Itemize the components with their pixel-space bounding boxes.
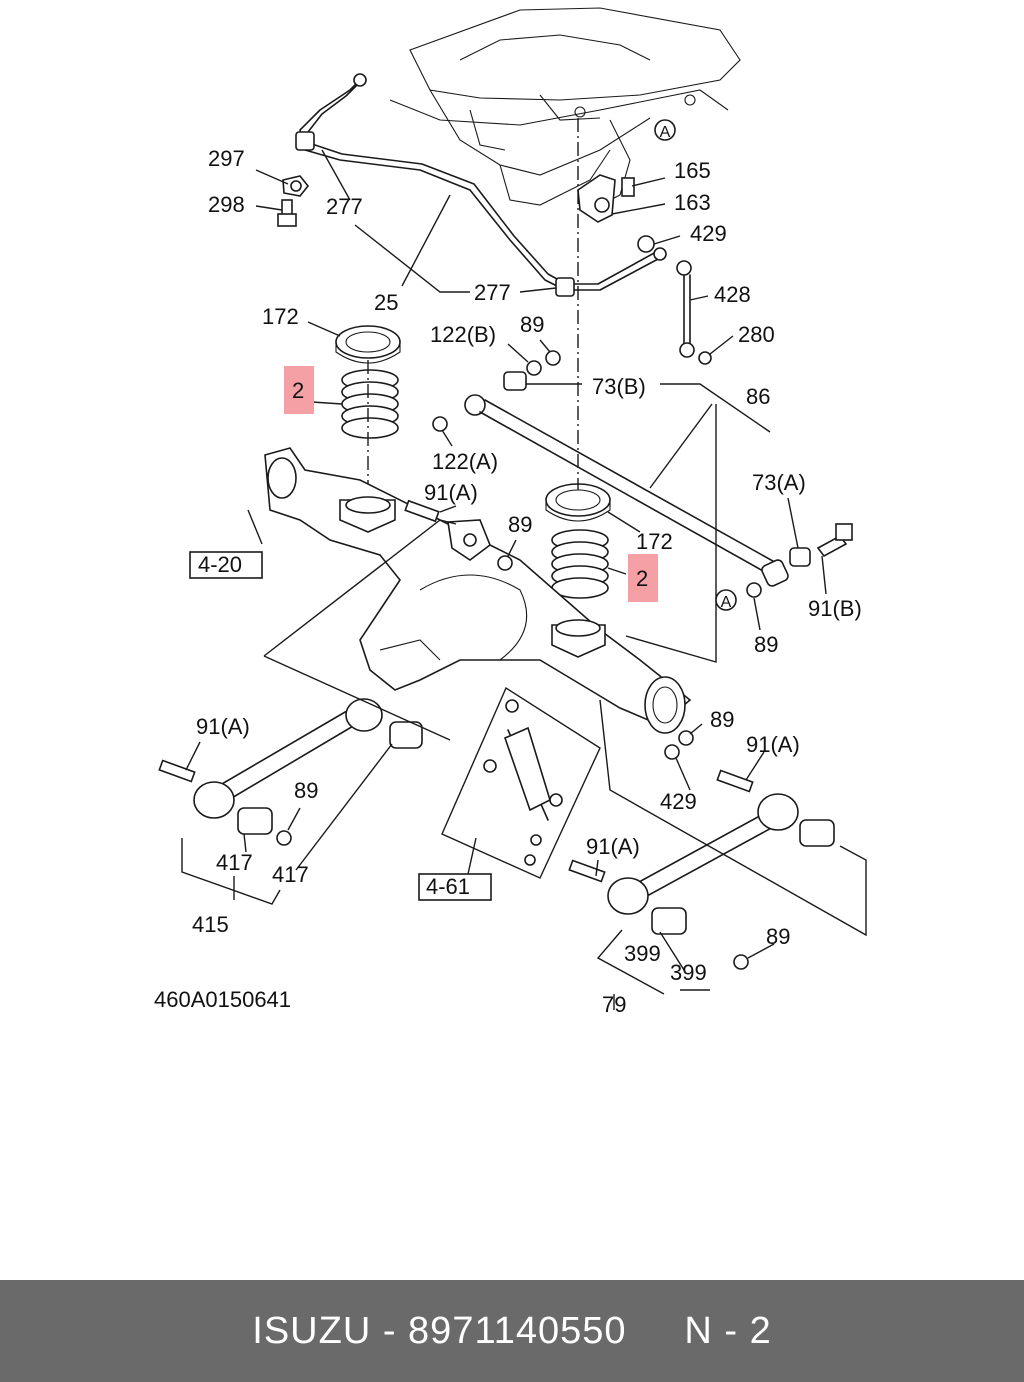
part-91a-bolt-right <box>568 859 606 883</box>
label-172-a: 172 <box>262 304 299 329</box>
stabilizer-bar <box>295 73 667 297</box>
part-labels: 297 298 277 277 25 165 163 429 428 280 1… <box>154 146 862 1017</box>
part-297-clamp <box>282 175 310 197</box>
callout-a-right: A <box>715 589 737 611</box>
spring-seat-right <box>551 619 606 658</box>
label-89-c: 89 <box>754 632 778 657</box>
callout-a-top-label: A <box>660 124 671 141</box>
part-122a-washer <box>432 416 448 432</box>
part-122b-washer <box>526 360 542 376</box>
part-429-nut-top <box>637 235 655 253</box>
label-89-f: 89 <box>766 924 790 949</box>
part-163-bracket <box>577 174 616 223</box>
label-415: 415 <box>192 912 229 937</box>
callout-a-top: A <box>654 119 676 141</box>
label-172-b: 172 <box>636 529 673 554</box>
highlight-part-2-left <box>284 366 314 414</box>
part-89-nut-left <box>276 830 292 846</box>
label-2-a: 2 <box>292 378 304 403</box>
part-428-link <box>676 260 695 358</box>
part-91b-bolt <box>816 523 853 558</box>
label-280: 280 <box>738 322 775 347</box>
label-91a-2: 91(A) <box>196 714 250 739</box>
rear-suspension-exploded-view: A A 297 298 277 277 25 165 163 429 428 2… <box>154 7 867 1017</box>
label-89-a: 89 <box>520 312 544 337</box>
label-277-a: 277 <box>326 194 363 219</box>
label-25: 25 <box>374 290 398 315</box>
label-122b: 122(B) <box>430 322 496 347</box>
ref-box-4-61 <box>418 873 492 901</box>
lateral-rod-bracket <box>447 519 491 561</box>
label-89-e: 89 <box>710 707 734 732</box>
label-2-b: 2 <box>636 566 648 591</box>
shock-absorber <box>483 699 563 866</box>
label-91a-4: 91(A) <box>586 834 640 859</box>
chassis-frame <box>389 7 741 206</box>
part-415-lower-link <box>193 698 383 819</box>
part-298-bolt <box>277 199 297 227</box>
spring-seat-left <box>339 496 396 533</box>
part-91a-bolt-left <box>158 759 196 783</box>
label-91b: 91(B) <box>808 596 862 621</box>
part-73a-bushing <box>789 547 811 567</box>
part-89-nut-bottom-right <box>733 954 749 970</box>
label-399-a: 399 <box>624 941 661 966</box>
label-4-20: 4-20 <box>198 552 242 577</box>
footer-part-number-bar: ISUZU - 8971140550 N - 2 <box>0 1280 1024 1382</box>
label-4-61: 4-61 <box>426 874 470 899</box>
label-399-b: 399 <box>670 960 707 985</box>
label-298: 298 <box>208 192 245 217</box>
part-399-bushing-b <box>799 819 835 847</box>
part-89-nut-axle <box>678 730 694 746</box>
label-277-b: 277 <box>474 280 511 305</box>
part-91a-bolt-upper-right <box>716 769 754 793</box>
ref-box-4-20 <box>189 551 263 579</box>
label-73b: 73(B) <box>592 374 646 399</box>
label-297: 297 <box>208 146 245 171</box>
part-91a-bolt-center <box>404 499 440 523</box>
label-122a: 122(A) <box>432 449 498 474</box>
parts-diagram: A A 297 298 277 277 25 165 163 429 428 2… <box>154 7 867 1017</box>
part-86-lateral-rod <box>464 394 789 587</box>
part-417-bushing-b <box>389 721 423 749</box>
label-89-b: 89 <box>508 512 532 537</box>
label-91a-1: 91(A) <box>424 480 478 505</box>
label-79: 79 <box>602 992 626 1017</box>
label-417-a: 417 <box>216 850 253 875</box>
label-428: 428 <box>714 282 751 307</box>
leader-lines <box>181 149 867 1010</box>
label-86: 86 <box>746 384 770 409</box>
part-89-nut-top <box>545 350 561 366</box>
label-417-b: 417 <box>272 862 309 887</box>
label-89-d: 89 <box>294 778 318 803</box>
coil-spring-right <box>551 529 609 599</box>
label-429-a: 429 <box>690 221 727 246</box>
highlight-part-2-right <box>628 554 658 602</box>
label-429-b: 429 <box>660 789 697 814</box>
part-172-seat-left <box>335 325 401 364</box>
part-172-seat-right <box>545 483 611 522</box>
part-429-nut-axle <box>664 744 680 760</box>
label-163: 163 <box>674 190 711 215</box>
part-280-washer <box>698 351 712 365</box>
label-165: 165 <box>674 158 711 183</box>
callout-a-right-label: A <box>721 594 732 611</box>
part-89-nut-center <box>497 555 513 571</box>
drawing-code: 460A0150641 <box>154 987 291 1012</box>
part-165-bolt <box>621 177 635 197</box>
part-417-bushing-a <box>237 807 273 835</box>
part-399-bushing-a <box>651 907 687 935</box>
label-91a-3: 91(A) <box>746 732 800 757</box>
part-73b-bushing <box>503 371 527 391</box>
coil-spring-left <box>341 369 399 439</box>
part-79-lower-link-right <box>607 793 799 915</box>
part-89-nut-right <box>746 582 762 598</box>
footer-text: ISUZU - 8971140550 N - 2 <box>252 1309 772 1352</box>
label-73a: 73(A) <box>752 470 806 495</box>
